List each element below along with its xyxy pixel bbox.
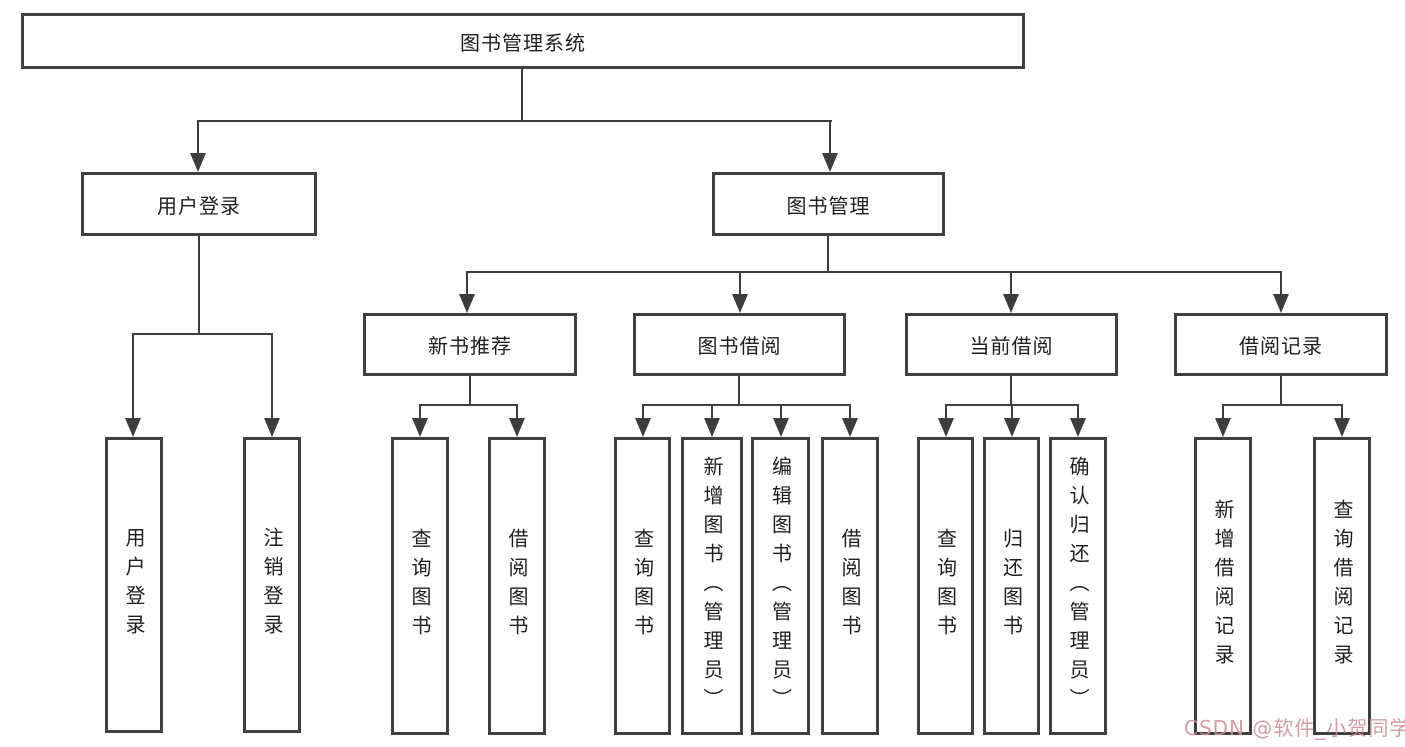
node-label: 新增图书（管理员） bbox=[700, 455, 724, 717]
arrow-down-icon bbox=[704, 418, 720, 437]
node-leaf-return-books: 归还图书 bbox=[983, 437, 1040, 735]
node-label: 编辑图书（管理员） bbox=[768, 455, 793, 717]
connector-line bbox=[945, 404, 947, 418]
node-leaf-borrow-books-1: 借阅图书 bbox=[488, 437, 546, 735]
arrow-down-icon bbox=[1215, 418, 1231, 437]
arrow-down-icon bbox=[842, 418, 858, 437]
connector-line bbox=[1077, 404, 1079, 418]
node-label: 查询图书 bbox=[630, 528, 655, 644]
connector-line bbox=[419, 404, 518, 406]
connector-line bbox=[642, 404, 851, 406]
node-label: 用户登录 bbox=[122, 527, 146, 643]
node-label: 新书推荐 bbox=[428, 334, 512, 358]
node-book-borrowing: 图书借阅 bbox=[633, 313, 846, 376]
connector-line bbox=[197, 120, 832, 122]
connector-line bbox=[271, 333, 273, 418]
connector-line bbox=[466, 271, 468, 294]
connector-line bbox=[198, 236, 200, 333]
connector-line bbox=[1011, 404, 1013, 418]
connector-line bbox=[1222, 404, 1224, 418]
connector-line bbox=[780, 404, 782, 418]
node-root: 图书管理系统 bbox=[21, 13, 1025, 69]
connector-line bbox=[469, 376, 471, 404]
node-label: 新增借阅记录 bbox=[1211, 499, 1235, 673]
connector-line bbox=[1010, 376, 1012, 404]
connector-line bbox=[516, 404, 518, 418]
arrow-down-icon bbox=[459, 294, 475, 313]
node-label: 查询借阅记录 bbox=[1330, 499, 1354, 673]
node-leaf-query-books-3: 查询图书 bbox=[917, 437, 974, 735]
node-user-login: 用户登录 bbox=[81, 172, 317, 236]
node-leaf-query-books-2: 查询图书 bbox=[614, 437, 671, 735]
node-label: 图书管理系统 bbox=[460, 30, 586, 55]
node-borrow-records: 借阅记录 bbox=[1174, 313, 1388, 376]
arrow-down-icon bbox=[1334, 418, 1350, 437]
node-current-borrowing: 当前借阅 bbox=[905, 313, 1118, 376]
node-label: 借阅记录 bbox=[1239, 334, 1323, 358]
arrow-down-icon bbox=[938, 418, 954, 437]
node-label: 借阅图书 bbox=[505, 528, 529, 644]
arrow-down-icon bbox=[635, 418, 651, 437]
node-label: 用户登录 bbox=[157, 193, 241, 218]
connector-line bbox=[197, 120, 199, 153]
connector-line bbox=[642, 404, 644, 418]
node-label: 当前借阅 bbox=[969, 334, 1054, 358]
connector-line bbox=[738, 376, 740, 404]
arrow-down-icon bbox=[1273, 294, 1289, 313]
node-label: 图书借阅 bbox=[697, 334, 782, 358]
connector-line bbox=[829, 120, 831, 153]
node-leaf-logout: 注销登录 bbox=[243, 437, 301, 733]
node-leaf-confirm-return-admin: 确认归还（管理员） bbox=[1049, 437, 1107, 735]
arrow-down-icon bbox=[125, 418, 141, 437]
node-label: 注销登录 bbox=[260, 527, 284, 643]
node-leaf-query-borrow-record: 查询借阅记录 bbox=[1313, 437, 1371, 735]
arrow-down-icon bbox=[773, 418, 789, 437]
node-book-management: 图书管理 bbox=[712, 172, 945, 236]
node-label: 归还图书 bbox=[999, 528, 1024, 644]
connector-line bbox=[1280, 271, 1282, 294]
connector-line bbox=[1222, 404, 1343, 406]
connector-line bbox=[1010, 271, 1012, 294]
arrow-down-icon bbox=[412, 418, 428, 437]
connector-line bbox=[419, 404, 421, 418]
connector-line bbox=[739, 271, 741, 294]
node-leaf-user-login: 用户登录 bbox=[105, 437, 163, 733]
watermark: CSDN @软件_小贺同学 bbox=[1184, 716, 1405, 740]
arrow-down-icon bbox=[732, 294, 748, 313]
node-leaf-query-books-1: 查询图书 bbox=[391, 437, 449, 735]
node-label: 查询图书 bbox=[408, 528, 432, 644]
node-label: 借阅图书 bbox=[838, 528, 862, 644]
connector-line bbox=[711, 404, 713, 418]
arrow-down-icon bbox=[822, 153, 838, 172]
connector-line bbox=[466, 271, 1282, 273]
arrow-down-icon bbox=[1003, 294, 1019, 313]
connector-line bbox=[132, 333, 273, 335]
node-label: 图书管理 bbox=[786, 193, 871, 218]
node-label: 确认归还（管理员） bbox=[1066, 455, 1090, 717]
connector-line bbox=[1341, 404, 1343, 418]
arrow-down-icon bbox=[509, 418, 525, 437]
node-leaf-add-books-admin: 新增图书（管理员） bbox=[681, 437, 743, 735]
connector-line bbox=[849, 404, 851, 418]
arrow-down-icon bbox=[264, 418, 280, 437]
connector-line bbox=[1280, 376, 1282, 404]
connector-line bbox=[521, 69, 523, 120]
node-leaf-borrow-books-2: 借阅图书 bbox=[821, 437, 879, 735]
node-leaf-edit-books-admin: 编辑图书（管理员） bbox=[751, 437, 810, 735]
connector-line bbox=[827, 236, 829, 271]
arrow-down-icon bbox=[1004, 418, 1020, 437]
node-leaf-add-borrow-record: 新增借阅记录 bbox=[1194, 437, 1252, 735]
node-new-book-recommend: 新书推荐 bbox=[363, 313, 577, 376]
connector-line bbox=[132, 333, 134, 418]
node-label: 查询图书 bbox=[933, 528, 958, 644]
arrow-down-icon bbox=[190, 153, 206, 172]
arrow-down-icon bbox=[1070, 418, 1086, 437]
